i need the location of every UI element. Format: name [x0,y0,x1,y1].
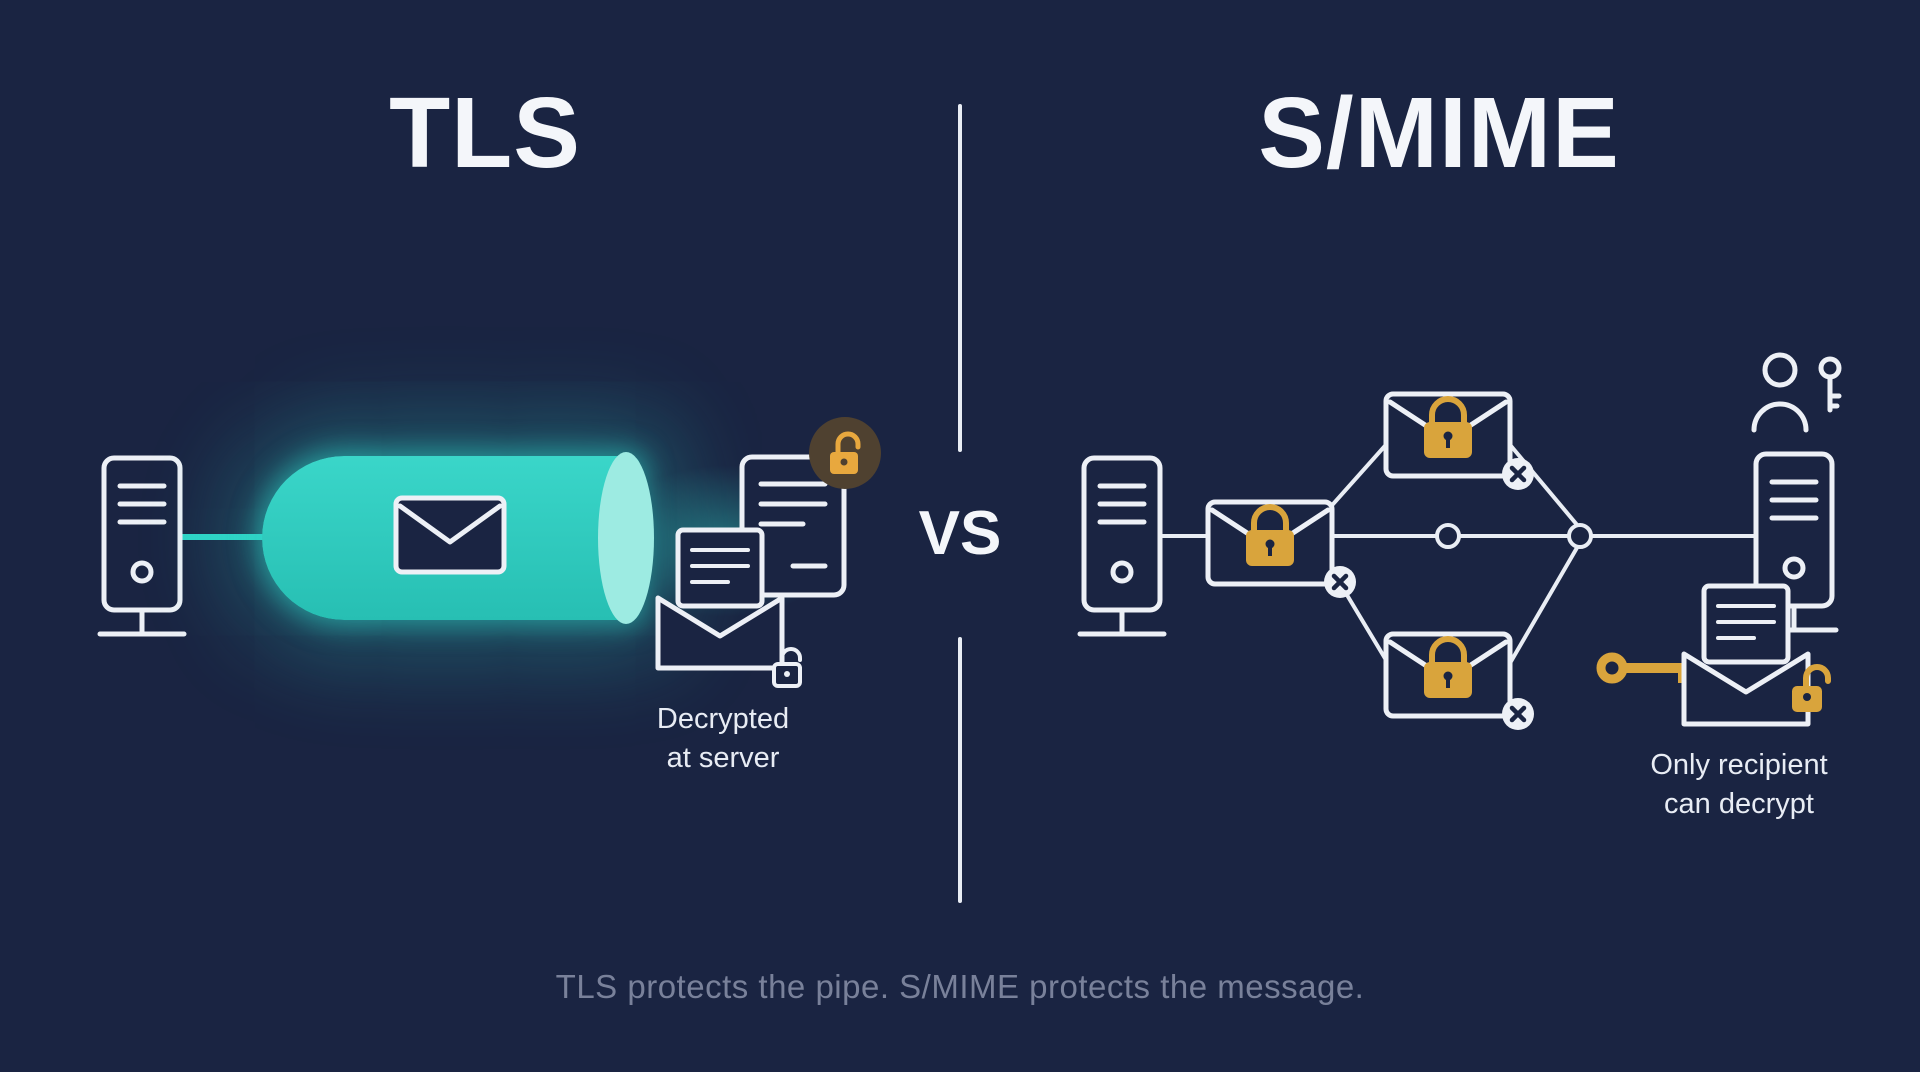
smime-title: S/MIME [1258,77,1620,189]
caption-only-recipient: Only recipient can decrypt [1579,746,1899,824]
x-badge-icon [1324,566,1356,598]
vs-label: VS [918,499,1002,568]
caption-line: Decrypted [656,703,790,735]
footer-caption: TLS protects the pipe. S/MIME protects t… [555,968,1365,1005]
caption-line: can decrypt [1664,788,1814,820]
unlocked-padlock-icon [772,647,802,688]
relay-node-dot [1567,523,1593,549]
unlocked-padlock-icon [1792,664,1831,712]
unlocked-padlock-badge-icon [809,417,881,489]
divider-line-top [958,104,962,452]
x-badge-icon [1502,698,1534,730]
document-icon [739,454,847,598]
envelope-icon [393,495,507,575]
locked-envelope-icon [1383,391,1534,490]
open-envelope-icon [655,527,785,671]
server-icon [1077,455,1167,637]
relay-node-dot [1435,523,1461,549]
server-icon [1749,451,1839,633]
secure-pipe-end-cap [598,452,654,624]
open-envelope-icon [1681,583,1811,727]
x-badge-icon [1502,458,1534,490]
tls-title: TLS [389,77,581,189]
caption-line: at server [666,742,780,774]
locked-envelope-icon [1205,499,1356,598]
gold-key-icon [1596,652,1702,687]
locked-envelope-icon [1383,631,1534,730]
user-key-icon [1751,352,1842,433]
caption-line: Only recipient [1650,749,1828,781]
divider-line-bottom [958,637,962,903]
server-icon [97,455,187,637]
caption-decrypted-at-server: Decrypted at server [567,700,879,778]
